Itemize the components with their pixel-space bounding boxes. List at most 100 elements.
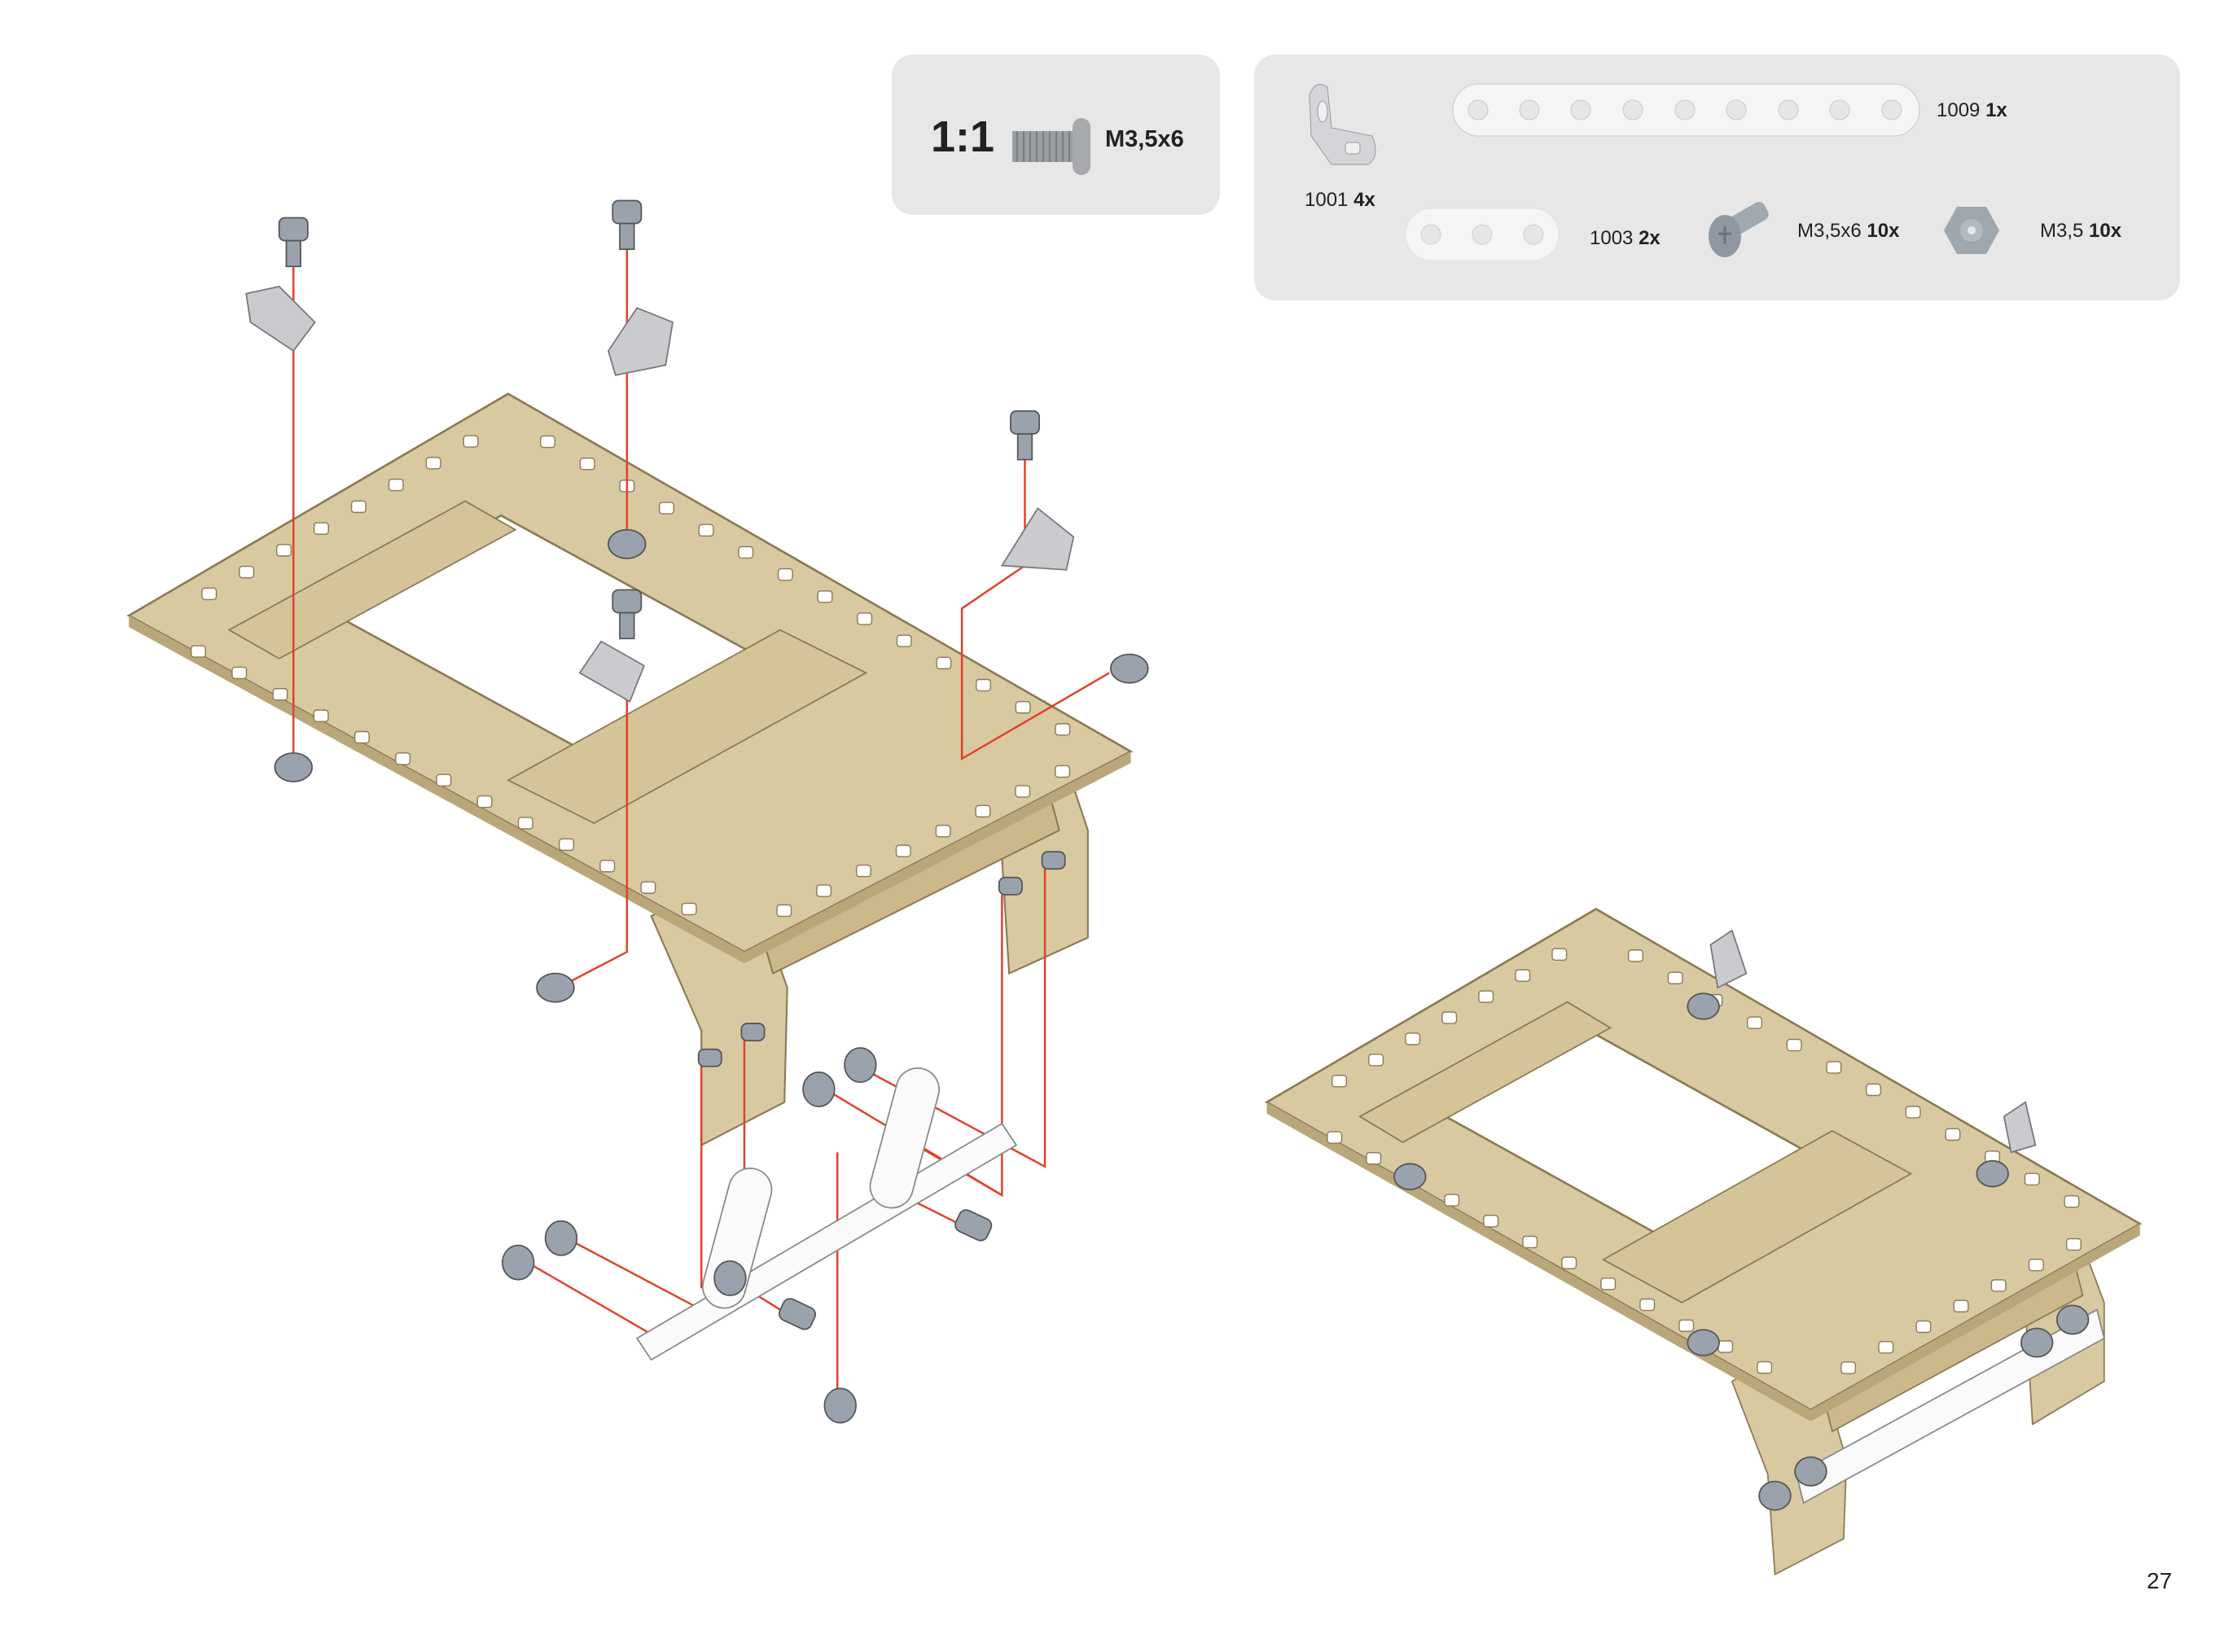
angle-bracket — [608, 307, 674, 376]
frame-hole — [817, 590, 833, 603]
frame-hole — [976, 678, 992, 692]
frame-hole — [425, 457, 441, 470]
strip-1009 — [1795, 1308, 2105, 1505]
angle-bracket — [2003, 1101, 2037, 1154]
frame-hole — [313, 709, 329, 722]
frame-hole — [191, 645, 207, 658]
frame-hole — [1628, 949, 1643, 962]
frame-edge — [1266, 1102, 2140, 1422]
frame-hole — [272, 688, 288, 701]
frame-hole — [1444, 1194, 1460, 1207]
frame-hole — [1327, 1131, 1343, 1144]
frame-hole — [1990, 1279, 2007, 1292]
frame-hole — [659, 502, 674, 515]
angle-bracket — [245, 285, 316, 353]
frame-hole — [698, 524, 714, 537]
scale-part-label: M3,5x6 — [1105, 126, 1184, 152]
frame-edge — [129, 616, 1131, 964]
frame-holes — [191, 435, 1071, 918]
strip-1003-b — [869, 1067, 941, 1209]
frame-hole — [1878, 1341, 1894, 1354]
exploded-view — [126, 199, 1149, 1424]
bolts-and-nuts — [274, 199, 1149, 1424]
frame-hole — [1718, 1340, 1734, 1353]
frame-hole — [1055, 765, 1071, 778]
frame-hole — [738, 546, 754, 559]
part-1009-label: 1009 1x — [1937, 99, 2007, 121]
frame-hole — [1678, 1319, 1695, 1332]
frame-hole — [2065, 1238, 2082, 1251]
frame-hole — [681, 902, 697, 916]
part-1001-label: 1001 4x — [1305, 189, 1375, 211]
frame-hole — [1639, 1298, 1656, 1312]
frame-hole — [896, 634, 912, 647]
frame-hole — [276, 544, 292, 557]
angle-bracket-icon — [1309, 84, 1376, 165]
frame-hole — [1826, 1061, 1842, 1074]
frame-hole — [559, 838, 575, 852]
frame-hole — [1786, 1038, 1802, 1052]
frame-hole — [353, 730, 370, 744]
frame-hole — [936, 656, 952, 670]
part-1003-label: 1003 2x — [1590, 227, 1660, 249]
frame-hole — [436, 773, 452, 787]
frame-hole — [540, 435, 556, 449]
frame-hole — [975, 804, 991, 818]
strip-9-hole-icon — [1452, 83, 1920, 137]
frame-hole — [1945, 1128, 1961, 1142]
frame-hole — [388, 478, 404, 492]
strip-1009 — [635, 1122, 1018, 1361]
frame-hole — [579, 457, 595, 471]
frame-hole — [1915, 1320, 1932, 1334]
scale-reference-box: 1:1 M3,5x6 — [892, 55, 1220, 215]
frame-hole — [1866, 1083, 1882, 1097]
frame-hole — [1015, 700, 1031, 714]
frame-hole — [1515, 969, 1531, 982]
frame-hole — [599, 859, 616, 873]
crossbar-upper — [227, 500, 517, 659]
frame-hole — [231, 666, 248, 680]
frame-hole — [777, 567, 793, 581]
frame-hole — [935, 825, 951, 838]
frame-hole — [1015, 785, 1031, 798]
frame-hole — [1405, 1032, 1421, 1045]
frame-hole — [855, 864, 871, 878]
frame-hole — [1368, 1054, 1384, 1067]
frame-hole — [1331, 1075, 1348, 1088]
crossbar-upper — [1358, 1001, 1612, 1143]
frame-hole — [517, 817, 533, 830]
frame-hole — [1561, 1256, 1577, 1269]
crossbar-lower — [1601, 1129, 1913, 1304]
frame-hole — [895, 844, 911, 857]
crossbar-lower — [507, 629, 868, 824]
frame-hole — [1905, 1106, 1921, 1119]
frame-hole — [2024, 1172, 2040, 1185]
bolt-icon — [1709, 202, 1769, 257]
angle-bracket — [1709, 929, 1748, 989]
assembled-view — [1264, 907, 2143, 1576]
frame-hole — [857, 612, 873, 625]
frame-hole — [463, 435, 479, 448]
frame-hole — [2064, 1194, 2080, 1208]
scale-ratio: 1:1 — [931, 112, 995, 161]
frame-hole — [1667, 971, 1683, 984]
frame-hole — [1551, 948, 1568, 961]
part-bolt-label: M3,5x6 10x — [1797, 220, 1900, 242]
frame-hole — [314, 522, 329, 535]
frame-hole — [1441, 1011, 1458, 1024]
frame-hole — [1478, 990, 1494, 1003]
frame-hole — [1483, 1215, 1499, 1228]
angle-bracket — [578, 640, 646, 703]
frame-hole — [1600, 1277, 1617, 1290]
angle-bracket — [1000, 506, 1075, 571]
frame-hole — [476, 795, 493, 808]
frame-hole — [1055, 723, 1071, 736]
frame-hole — [1757, 1361, 1773, 1374]
bolt-actual-size-icon — [1012, 118, 1090, 175]
frame-hole — [239, 565, 255, 579]
frame-hole — [1366, 1151, 1382, 1165]
frame-hole — [776, 904, 792, 918]
frame-hole — [1953, 1299, 1969, 1312]
nut-icon — [1944, 207, 1999, 254]
